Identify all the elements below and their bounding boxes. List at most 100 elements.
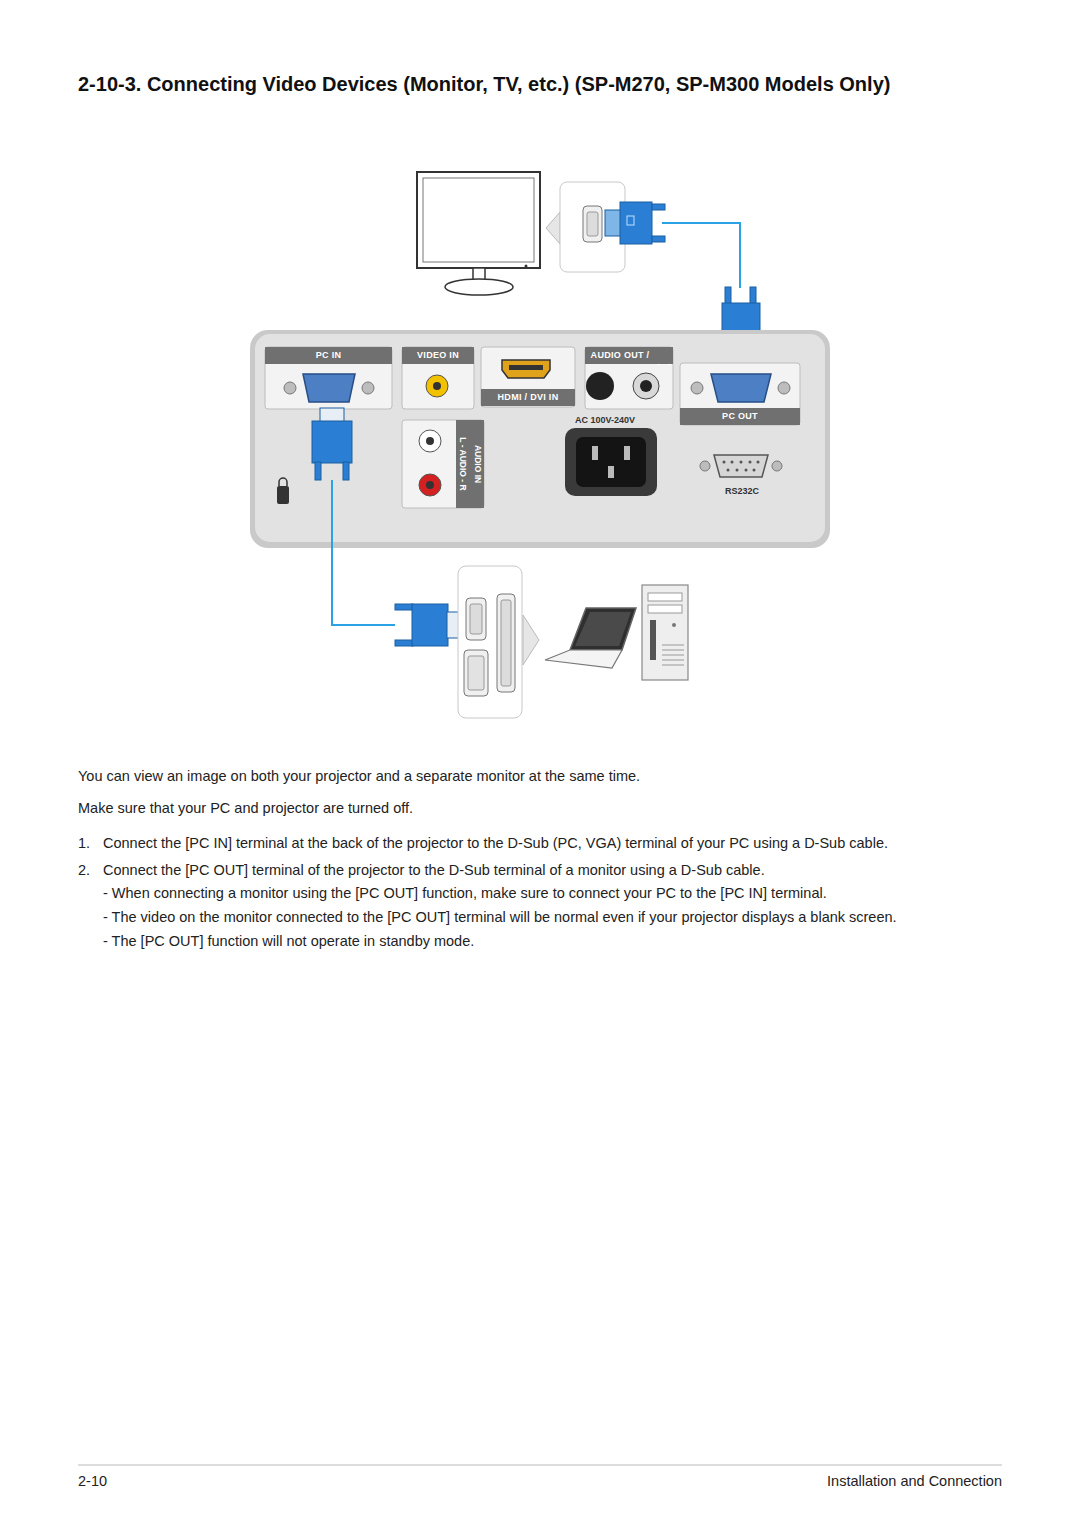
laptop-and-pc <box>545 650 622 668</box>
d-sub-cable-pc <box>412 604 448 646</box>
port-label: AUDIO IN <box>473 445 483 483</box>
d-sub-cable-pc <box>343 462 349 480</box>
projector-rear-panel <box>509 365 543 370</box>
projector-rear-panel <box>727 469 730 472</box>
d-sub-cable-pc <box>312 408 461 646</box>
monitor-port-inset <box>546 182 625 272</box>
d-sub-cable-monitor <box>662 223 740 288</box>
step-number: 1. <box>78 834 90 852</box>
projector-rear-panel <box>731 461 734 464</box>
projector-rear-panel <box>633 373 659 399</box>
projector-rear-panel <box>456 420 484 508</box>
d-sub-cable-pc <box>395 604 413 610</box>
projector-rear-panel <box>624 446 630 460</box>
projector-rear-panel <box>714 455 768 477</box>
d-sub-cable-monitor <box>627 216 634 225</box>
monitor-drawing <box>445 279 513 295</box>
projector-rear-panel <box>778 382 790 394</box>
projector-rear-panel <box>402 420 484 508</box>
d-sub-cable-monitor <box>620 202 652 244</box>
body-text: You can view an image on both your proje… <box>78 767 1038 785</box>
laptop-and-pc <box>648 593 682 601</box>
monitor-drawing <box>417 172 540 295</box>
projector-rear-panel <box>265 347 392 409</box>
page-number: 2-10 <box>78 1472 107 1490</box>
pc-port-inset <box>466 598 486 640</box>
projector-rear-panel <box>585 347 673 409</box>
projector-rear-panel <box>433 382 441 390</box>
laptop-and-pc <box>648 605 682 613</box>
projector-rear-panel <box>426 481 434 489</box>
projector-rear-panel <box>576 437 646 487</box>
projector-rear-panel <box>749 461 752 464</box>
projector-rear-panel <box>680 363 800 425</box>
projector-rear-panel <box>700 461 710 471</box>
projector-rear-panel <box>419 474 441 496</box>
projector-rear-panel <box>772 461 782 471</box>
laptop-and-pc <box>662 650 684 651</box>
note-text: - The video on the monitor connected to … <box>103 908 1063 926</box>
laptop-and-pc <box>672 623 676 627</box>
laptop-and-pc <box>662 655 684 656</box>
port-label: RS232C <box>725 486 759 496</box>
projector-rear-panel <box>736 469 739 472</box>
projector-rear-panel <box>362 382 374 394</box>
d-sub-cable-pc <box>320 408 344 422</box>
body-text: Make sure that your PC and projector are… <box>78 799 1038 817</box>
monitor-drawing <box>423 178 534 262</box>
pc-port-inset <box>501 600 511 686</box>
projector-rear-panel <box>723 461 726 464</box>
footer-rule <box>78 1465 1002 1466</box>
footer-section: Installation and Connection <box>827 1472 1002 1490</box>
projector-rear-panel <box>279 478 287 486</box>
projector-rear-panel <box>426 375 448 397</box>
port-label: HDMI / DVI IN <box>481 389 575 406</box>
laptop-and-pc <box>662 645 684 646</box>
projector-rear-panel <box>250 330 830 548</box>
pc-port-inset <box>523 615 539 665</box>
monitor-drawing <box>525 265 528 268</box>
d-sub-cable-monitor <box>750 287 756 305</box>
d-sub-cable-monitor <box>652 204 665 210</box>
projector-rear-panel <box>757 461 760 464</box>
projector-rear-panel <box>481 347 575 407</box>
projector-rear-panel <box>277 486 289 504</box>
projector-rear-panel <box>426 437 434 445</box>
projector-rear-panel <box>745 469 748 472</box>
monitor-port-inset <box>587 212 598 236</box>
step-text: Connect the [PC IN] terminal at the back… <box>103 834 1063 852</box>
laptop-and-pc <box>662 645 684 665</box>
d-sub-cable-pc <box>315 462 321 480</box>
laptop-and-pc <box>575 612 631 646</box>
d-sub-cable-pc <box>312 421 352 463</box>
port-label: PC IN <box>265 347 392 364</box>
port-label: PC OUT <box>680 408 800 425</box>
d-sub-cable-pc <box>395 640 413 646</box>
projector-rear-panel <box>740 461 743 464</box>
note-text: - The [PC OUT] function will not operate… <box>103 932 1063 950</box>
projector-rear-panel <box>502 360 550 378</box>
laptop-and-pc <box>662 660 684 661</box>
projector-rear-panel <box>565 428 657 496</box>
projector-rear-panel <box>255 334 825 542</box>
pc-port-inset <box>497 594 515 692</box>
step-number: 2. <box>78 861 90 879</box>
page-heading: 2-10-3. Connecting Video Devices (Monito… <box>78 72 1068 96</box>
projector-rear-panel <box>284 382 296 394</box>
power-rating: AC 100V-240V <box>575 415 635 425</box>
projector-rear-panel <box>303 374 355 402</box>
pc-port-inset <box>468 656 484 690</box>
projector-rear-panel <box>723 461 760 472</box>
pc-port-inset <box>470 604 482 634</box>
projector-rear-panel <box>592 446 598 460</box>
d-sub-cable-monitor <box>652 236 665 242</box>
monitor-port-inset <box>546 212 560 244</box>
laptop-and-pc <box>570 608 636 650</box>
laptop-and-pc <box>642 585 688 680</box>
laptop-and-pc <box>545 585 688 680</box>
monitor-drawing <box>417 172 540 268</box>
pc-port-inset <box>464 650 488 696</box>
projector-rear-panel <box>250 330 830 548</box>
step-text: Connect the [PC OUT] terminal of the pro… <box>103 861 1063 879</box>
